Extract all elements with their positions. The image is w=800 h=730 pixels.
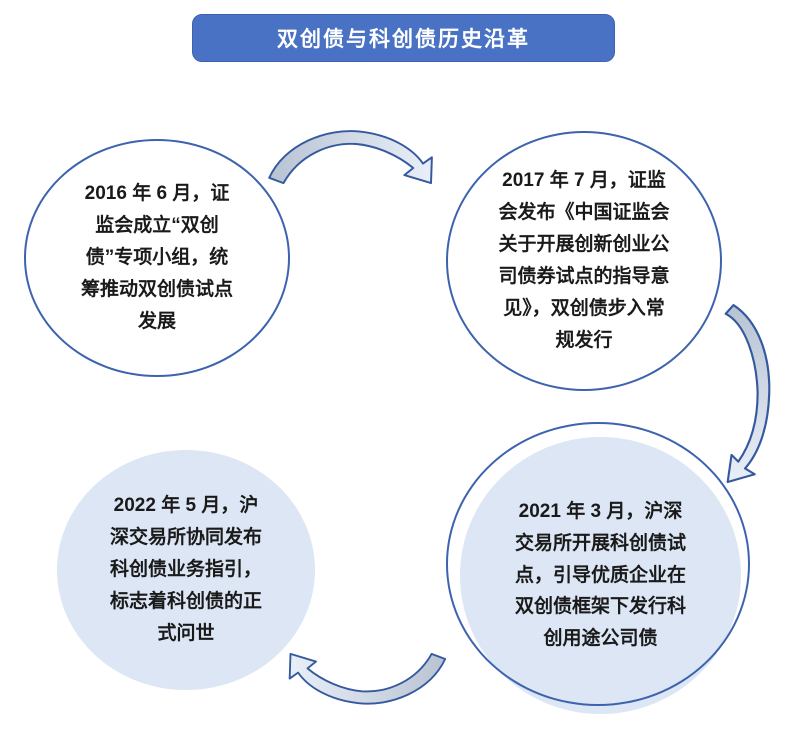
timeline-node-2017: 2017 年 7 月，证监 会发布《中国证监会 关于开展创新创业公 司债券试点的… — [446, 131, 722, 391]
timeline-node-2016-text: 2016 年 6 月，证 监会成立“双创 债”专项小组，统 筹推动双创债试点 发… — [80, 183, 233, 332]
timeline-node-2022: 2022 年 5 月，沪 深交易所协同发布 科创债业务指引， 标志着科创债的正 … — [57, 450, 315, 690]
title-banner: 双创债与科创债历史沿革 — [192, 14, 615, 62]
timeline-node-2017-text: 2017 年 7 月，证监 会发布《中国证监会 关于开展创新创业公 司债券试点的… — [498, 170, 670, 351]
curved-arrow-2021-to-2022-icon — [288, 652, 447, 705]
timeline-node-2016: 2016 年 6 月，证 监会成立“双创 债”专项小组，统 筹推动双创债试点 发… — [24, 139, 290, 377]
curved-arrow-2016-to-2017-icon — [268, 130, 433, 185]
curved-arrow-2017-to-2021-icon — [724, 304, 771, 484]
timeline-node-2022-text: 2022 年 5 月，沪 深交易所协同发布 科创债业务指引， 标志着科创债的正 … — [109, 495, 262, 644]
timeline-node-2021-outline-ring — [446, 422, 750, 706]
diagram-title: 双创债与科创债历史沿革 — [277, 28, 530, 51]
